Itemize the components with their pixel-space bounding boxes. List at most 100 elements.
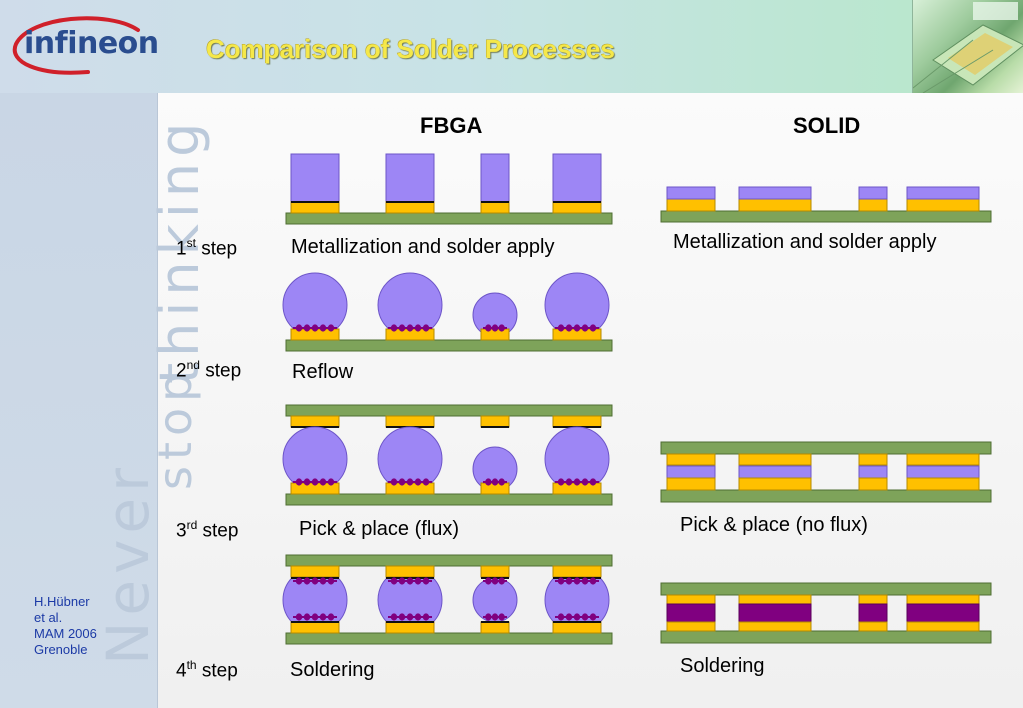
step-number: 3 <box>176 520 187 542</box>
metal-pillar <box>385 153 435 203</box>
infineon-logo <box>12 16 140 75</box>
interface-line <box>386 201 434 203</box>
intermetallic-layer <box>483 616 507 618</box>
step-number: 4 <box>176 660 187 682</box>
solder-layer <box>738 621 812 632</box>
solder-pad <box>480 565 510 578</box>
corner-chip-image <box>912 0 1023 93</box>
intermetallic-layer <box>858 603 888 623</box>
solder-layer <box>738 453 812 466</box>
intermetallic-layer <box>906 603 980 623</box>
metal-layer <box>666 465 716 479</box>
metal-layer <box>738 465 812 479</box>
solder-layer <box>738 477 812 491</box>
column-title-fbga: FBGA <box>420 113 483 138</box>
substrate <box>285 554 613 567</box>
solder-pad <box>290 621 340 634</box>
intermetallic-layer <box>483 327 507 329</box>
substrate <box>285 493 613 506</box>
substrate <box>660 582 992 596</box>
logo-text: infineon <box>24 26 159 61</box>
intermetallic-layer <box>293 481 337 483</box>
interface-line <box>481 201 509 203</box>
step-label-1: 1st step <box>176 236 237 260</box>
solder-layer <box>906 477 980 491</box>
interface-line <box>481 426 509 428</box>
solder-layer <box>738 594 812 605</box>
substrate <box>285 404 613 417</box>
intermetallic-layer <box>555 616 599 618</box>
step-label-4: 4th step <box>176 658 238 682</box>
intermetallic-layer <box>483 481 507 483</box>
step-word: step <box>201 660 238 682</box>
metal-pillar <box>552 153 602 203</box>
solder-layer <box>906 453 980 466</box>
solid-caption-step-4: Soldering <box>680 655 765 677</box>
substrate <box>660 630 992 644</box>
step-suffix: st <box>186 236 196 250</box>
interface-line <box>481 621 509 623</box>
solder-pad <box>552 565 602 578</box>
interface-line <box>291 201 339 203</box>
intermetallic-layer <box>738 603 812 623</box>
solder-pad <box>290 201 340 214</box>
solder-layer <box>666 198 716 212</box>
solder-layer <box>906 594 980 605</box>
step-word: step <box>202 520 239 542</box>
solder-layer <box>906 621 980 632</box>
metal-layer <box>858 465 888 479</box>
credit-line: H.Hübner <box>34 594 90 609</box>
solder-layer <box>906 198 980 212</box>
solder-layer <box>858 621 888 632</box>
interface-line <box>553 201 601 203</box>
metal-layer <box>858 186 888 200</box>
solder-pad <box>385 201 435 214</box>
author-credit: H.Hübner et al. MAM 2006 Grenoble <box>34 594 144 658</box>
metal-layer <box>906 186 980 200</box>
substrate <box>285 632 613 645</box>
substrate <box>660 441 992 455</box>
credit-line: et al. <box>34 610 63 625</box>
substrate <box>285 212 613 225</box>
solder-pad <box>385 621 435 634</box>
intermetallic-layer <box>388 580 432 582</box>
metal-pillar <box>290 153 340 203</box>
metal-pillar <box>480 153 510 203</box>
fbga-caption-step-3: Pick & place (flux) <box>299 518 460 540</box>
intermetallic-layer <box>293 580 337 582</box>
interface-line <box>386 621 434 623</box>
step-number: 1 <box>176 238 187 260</box>
intermetallic-layer <box>483 580 507 582</box>
solder-pad <box>385 565 435 578</box>
solid-caption-step-1: Metallization and solder apply <box>673 231 937 253</box>
interface-line <box>291 621 339 623</box>
step-suffix: th <box>186 658 197 672</box>
interface-line <box>553 621 601 623</box>
solder-pad <box>480 621 510 634</box>
metal-layer <box>738 186 812 200</box>
intermetallic-layer <box>555 580 599 582</box>
step-word: step <box>201 238 238 260</box>
solder-pad <box>385 415 435 428</box>
solder-layer <box>666 453 716 466</box>
header-bar <box>0 0 1023 93</box>
solder-layer <box>666 621 716 632</box>
solder-pad <box>480 201 510 214</box>
credit-line: MAM 2006 <box>34 626 97 641</box>
solder-layer <box>858 453 888 466</box>
intermetallic-layer <box>388 616 432 618</box>
solder-pad <box>290 415 340 428</box>
slide-title: Comparison of Solder Processes <box>206 34 615 64</box>
substrate <box>660 489 992 503</box>
solder-pad <box>552 415 602 428</box>
intermetallic-layer <box>293 616 337 618</box>
solder-layer <box>858 594 888 605</box>
intermetallic-layer <box>666 603 716 623</box>
column-title-solid: SOLID <box>793 113 861 138</box>
intermetallic-layer <box>388 327 432 329</box>
sidebar <box>0 93 157 708</box>
fbga-caption-step-2: Reflow <box>292 361 354 383</box>
metal-layer <box>666 186 716 200</box>
solder-pad <box>480 415 510 428</box>
step-suffix: rd <box>186 518 198 532</box>
